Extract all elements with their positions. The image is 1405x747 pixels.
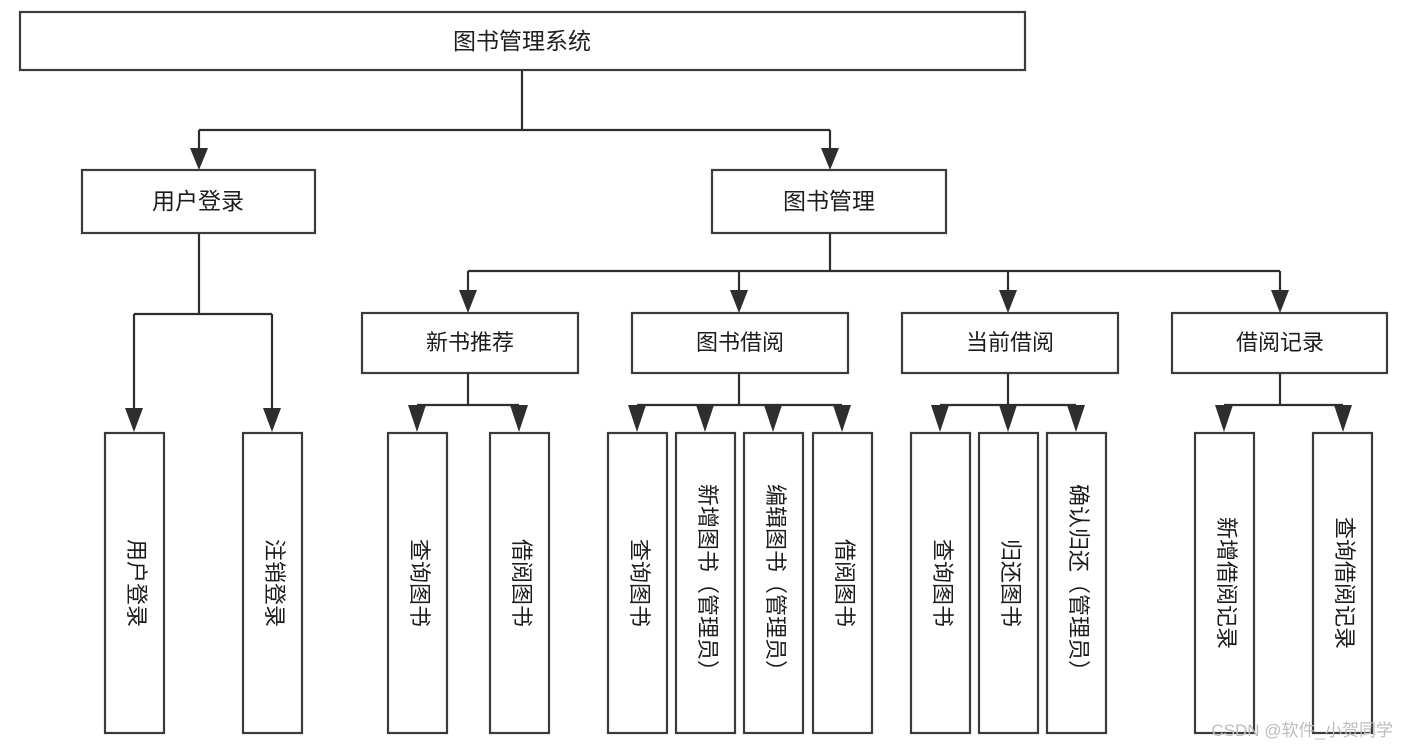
arrow-borrow-leaf-3 — [764, 405, 782, 432]
leaf-login-user-login[interactable]: 用户登录 — [103, 431, 166, 735]
leaf-label: 查询借阅记录 — [1332, 517, 1357, 649]
leaf-label: 归还图书 — [998, 539, 1023, 627]
book-borrow-box[interactable] — [630, 311, 850, 375]
current-borrow-box[interactable] — [900, 311, 1120, 375]
leaf-label: 注销登录 — [262, 539, 287, 627]
node-current-borrow[interactable]: 当前借阅 — [900, 311, 1120, 375]
arrow-root-to-bookmgmt — [821, 148, 839, 170]
leaf-box[interactable] — [1193, 431, 1256, 735]
leaf-label: 查询图书 — [627, 539, 652, 627]
arrow-current-leaf-1 — [931, 405, 949, 432]
leaf-label: 查询图书 — [930, 539, 955, 627]
leaf-borrow-edit-book[interactable]: 编辑图书（管理员） — [742, 431, 805, 735]
leaf-label: 编辑图书（管理员） — [763, 484, 788, 682]
node-book-borrow[interactable]: 图书借阅 — [630, 311, 850, 375]
leaf-borrow-borrow-book[interactable]: 借阅图书 — [811, 431, 874, 735]
arrow-bookmgmt-to-borrow — [730, 290, 748, 313]
new-book-recommend-box[interactable] — [360, 311, 580, 375]
leaf-label: 新增图书（管理员） — [695, 484, 720, 682]
leaf-label: 借阅图书 — [832, 539, 857, 627]
leaf-box[interactable] — [674, 431, 737, 735]
arrow-borrow-leaf-1 — [628, 405, 646, 432]
leaf-label: 查询图书 — [407, 539, 432, 627]
leaf-record-add-record[interactable]: 新增借阅记录 — [1193, 431, 1256, 735]
arrow-newbook-leaf-2 — [510, 405, 528, 432]
leaf-box[interactable] — [977, 431, 1040, 735]
leaf-current-confirm-return[interactable]: 确认归还（管理员） — [1045, 431, 1108, 735]
arrow-login-leaf-1 — [125, 408, 143, 432]
leaf-box[interactable] — [1045, 431, 1108, 735]
node-book-management[interactable]: 图书管理 — [710, 168, 948, 235]
node-new-book-recommend[interactable]: 新书推荐 — [360, 311, 580, 375]
borrow-record-box[interactable] — [1170, 311, 1389, 375]
arrow-bookmgmt-to-current — [999, 290, 1017, 313]
leaf-login-logout[interactable]: 注销登录 — [241, 431, 304, 735]
user-login-label: 用户登录 — [152, 188, 244, 214]
leaf-box[interactable] — [241, 431, 304, 735]
book-management-label: 图书管理 — [783, 188, 875, 214]
leaf-box[interactable] — [1311, 431, 1374, 735]
leaf-box[interactable] — [742, 431, 805, 735]
leaf-box[interactable] — [811, 431, 874, 735]
arrow-current-leaf-2 — [999, 405, 1017, 432]
leaf-label: 确认归还（管理员） — [1066, 484, 1091, 682]
arrow-borrow-leaf-4 — [833, 405, 851, 432]
leaf-current-return-book[interactable]: 归还图书 — [977, 431, 1040, 735]
leaf-box[interactable] — [386, 431, 449, 735]
connectors — [125, 70, 1352, 432]
leaf-newbook-borrow-book[interactable]: 借阅图书 — [488, 431, 551, 735]
arrow-record-leaf-2 — [1334, 405, 1352, 432]
book-management-box[interactable] — [710, 168, 948, 235]
root-box[interactable] — [18, 10, 1027, 72]
book-borrow-label: 图书借阅 — [696, 330, 784, 355]
leaf-current-query-book[interactable]: 查询图书 — [909, 431, 972, 735]
leaf-borrow-query-book[interactable]: 查询图书 — [606, 431, 669, 735]
leaf-label: 借阅图书 — [509, 539, 534, 627]
leaf-borrow-add-book[interactable]: 新增图书（管理员） — [674, 431, 737, 735]
leaf-box[interactable] — [488, 431, 551, 735]
node-borrow-record[interactable]: 借阅记录 — [1170, 311, 1389, 375]
leaf-box[interactable] — [606, 431, 669, 735]
arrow-bookmgmt-to-record — [1271, 290, 1289, 313]
arrow-newbook-leaf-1 — [408, 405, 426, 432]
leaf-label: 用户登录 — [124, 539, 149, 627]
node-root-system[interactable]: 图书管理系统 — [18, 10, 1027, 72]
arrow-borrow-leaf-2 — [696, 405, 714, 432]
root-label: 图书管理系统 — [453, 28, 591, 54]
arrow-record-leaf-1 — [1215, 405, 1233, 432]
leaf-newbook-query-book[interactable]: 查询图书 — [386, 431, 449, 735]
leaf-box[interactable] — [103, 431, 166, 735]
arrow-root-to-login — [190, 148, 208, 170]
current-borrow-label: 当前借阅 — [966, 330, 1054, 355]
user-login-box[interactable] — [80, 168, 317, 235]
arrow-login-leaf-2 — [263, 408, 281, 432]
leaf-record-query-record[interactable]: 查询借阅记录 — [1311, 431, 1374, 735]
node-user-login[interactable]: 用户登录 — [80, 168, 317, 235]
leaf-label: 新增借阅记录 — [1214, 517, 1239, 649]
new-book-recommend-label: 新书推荐 — [426, 330, 514, 355]
arrow-bookmgmt-to-newbook — [459, 290, 477, 313]
arrow-current-leaf-3 — [1067, 405, 1085, 432]
borrow-record-label: 借阅记录 — [1236, 330, 1324, 355]
leaf-box[interactable] — [909, 431, 972, 735]
